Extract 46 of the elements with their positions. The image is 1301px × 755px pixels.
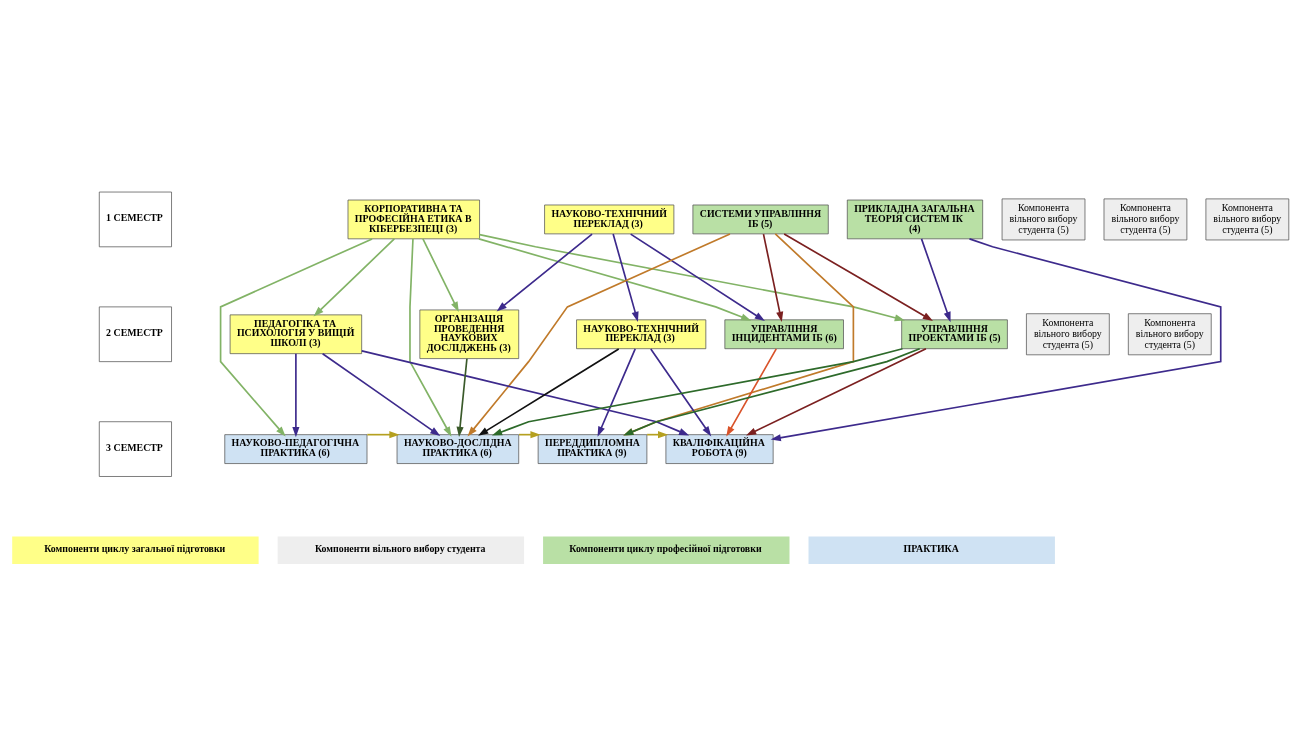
arrow [920, 237, 951, 322]
legend-label: Компоненти циклу загальної підготовки [44, 542, 226, 554]
arrow [783, 232, 933, 321]
node-box: КОРПОРАТИВНА ТА ПРОФЕСІЙНА ЕТИКА В КІБЕРБЕЗПЕЦІ (3) [347, 199, 480, 239]
node-box: КВАЛІФІКАЦІЙНА РОБОТА (9) [665, 433, 774, 464]
node-box: СИСТЕМИ УПРАВЛІННЯ ІБ (5) [692, 204, 829, 234]
arrow [478, 237, 752, 321]
legend-label: Компоненти циклу професійної підготовки [569, 542, 762, 554]
node-box: Компонента вільного вибору студента (5) [1001, 198, 1086, 240]
node-box: 2 СЕМЕСТР [98, 306, 172, 362]
arrow [219, 237, 373, 437]
legend-label: ПРАКТИКА [903, 542, 959, 554]
node-box: НАУКОВО-ТЕХНІЧНИЙ ПЕРЕКЛАД (3) [544, 204, 675, 234]
node-box: Компонента вільного вибору студента (5) [1205, 198, 1290, 240]
node-box: НАУКОВО-ДОСЛІДНА ПРАКТИКА (6) [396, 433, 520, 464]
arrow [456, 357, 468, 437]
arrow [770, 237, 1222, 441]
node-box: НАУКОВО-ПЕДАГОГІЧНА ПРАКТИКА (6) [224, 433, 368, 464]
arrow [597, 347, 637, 437]
node-box: УПРАВЛІННЯ ПРОЕКТАМИ ІБ (5) [901, 318, 1008, 349]
node-box: 1 СЕМЕСТР [98, 191, 172, 247]
node-box: ПРИКЛАДНА ЗАГАЛЬНА ТЕОРІЯ СИСТЕМ ІК (4) [846, 199, 984, 239]
node-box: ПЕРЕДДИПЛОМНА ПРАКТИКА (9) [537, 433, 648, 464]
node-box: НАУКОВО-ТЕХНІЧНИЙ ПЕРЕКЛАД (3) [576, 318, 707, 349]
arrow [726, 347, 778, 437]
node-box: ПЕДАГОГІКА ТА ПСИХОЛОГІЯ У ВИЩІЙ ШКОЛІ (3) [229, 314, 363, 354]
arrow [422, 237, 459, 312]
arrow [313, 237, 396, 317]
arrow [409, 237, 452, 437]
arrow [366, 430, 400, 438]
arrow [629, 232, 765, 321]
node-box: Компонента вільного вибору студента (5) [1103, 198, 1188, 240]
arrow [292, 352, 300, 437]
node-box: Компонента вільного вибору студента (5) [1026, 312, 1110, 355]
node-box: УПРАВЛІННЯ ІНЦИДЕНТАМИ ІБ (6) [724, 318, 844, 349]
arrow [746, 347, 927, 436]
arrow [649, 347, 712, 436]
node-box: 3 СЕМЕСТР [98, 420, 172, 477]
arrow [496, 232, 593, 311]
node-box: ОРГАНІЗАЦІЯ ПРОВЕДЕННЯ НАУКОВИХ ДОСЛІДЖЕНЬ (3) [419, 309, 520, 359]
arrow [321, 352, 441, 436]
legend-label: Компоненти вільного вибору студента [314, 542, 486, 554]
arrow [478, 233, 905, 321]
arrow [612, 232, 639, 322]
node-box: Компонента вільного вибору студента (5) [1127, 312, 1212, 355]
arrow [762, 232, 784, 322]
